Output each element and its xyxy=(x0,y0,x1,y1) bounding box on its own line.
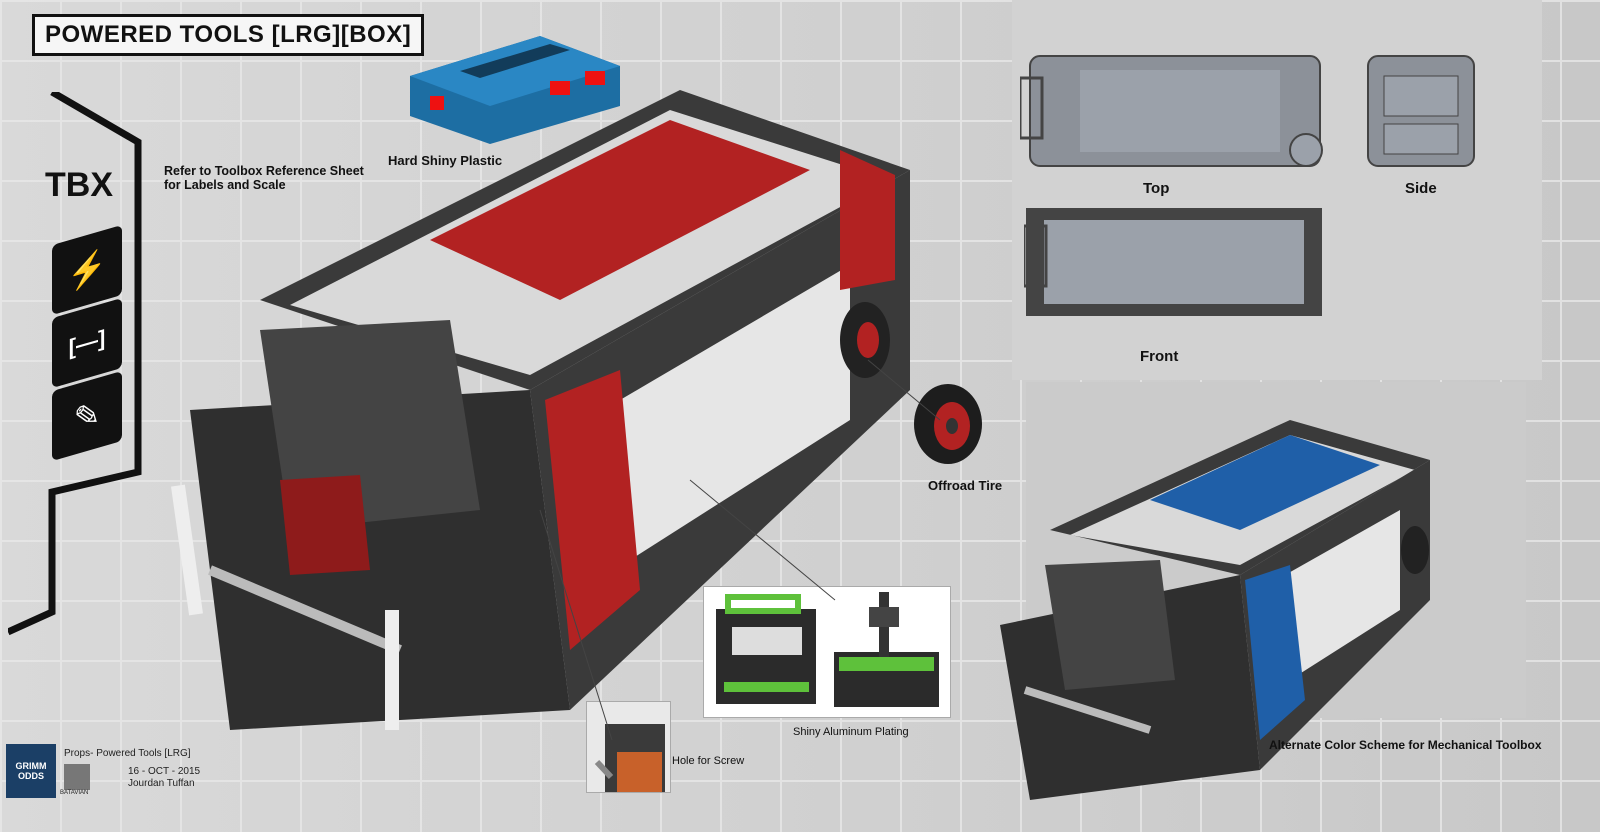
reference-note: Refer to Toolbox Reference Sheet for Lab… xyxy=(164,164,364,192)
studio-logo: GRIMM ODDS xyxy=(6,744,56,798)
reference-toolcase-image xyxy=(410,36,620,144)
offroad-tire-image xyxy=(914,384,982,464)
batavian-logo-icon xyxy=(64,764,90,790)
screw-hole-detail-image xyxy=(586,701,671,793)
side-brace-decoration xyxy=(8,92,142,636)
project-name: Props- Powered Tools [LRG] xyxy=(64,748,191,759)
front-view-label: Front xyxy=(1140,348,1179,365)
screw-hole-label: Hole for Screw xyxy=(672,755,745,767)
alternate-toolbox-render xyxy=(1000,420,1430,800)
date-label: 16 - OCT - 2015 xyxy=(128,766,201,777)
batavian-label: BATAVIAN xyxy=(60,790,89,796)
alternate-scheme-label: Alternate Color Scheme for Mechanical To… xyxy=(1269,738,1542,752)
aluminum-label: Shiny Aluminum Plating xyxy=(793,726,909,738)
top-view-label: Top xyxy=(1143,180,1170,197)
side-view-image xyxy=(1367,55,1475,167)
offroad-tire-label: Offroad Tire xyxy=(928,478,1003,493)
page-title: POWERED TOOLS [LRG][BOX] xyxy=(32,14,425,56)
main-toolbox-render xyxy=(171,90,910,730)
aluminum-reference-image xyxy=(703,586,951,718)
author-label: Jourdan Tuffan xyxy=(128,778,195,789)
side-view-label: Side xyxy=(1405,180,1437,197)
hard-plastic-label: Hard Shiny Plastic xyxy=(388,153,503,168)
tbx-badge: TBX xyxy=(45,166,113,204)
top-view-image xyxy=(1020,55,1323,167)
front-view-image xyxy=(1024,208,1322,316)
